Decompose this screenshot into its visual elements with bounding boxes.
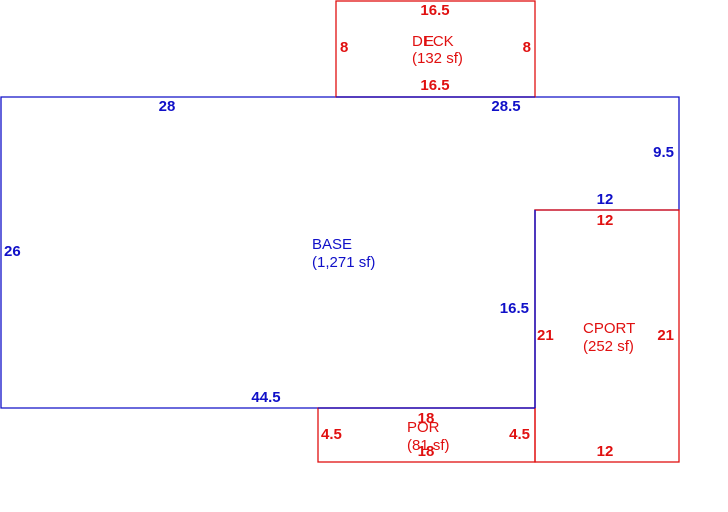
por-area-name: POR bbox=[407, 419, 440, 436]
por-dim-top: 18 bbox=[418, 410, 435, 427]
por-area-size: (81 sf) bbox=[407, 437, 450, 454]
cport-dim-bottom: 12 bbox=[597, 443, 614, 460]
base-dim-top-right: 28.5 bbox=[491, 98, 520, 115]
deck-dim-top: 16.5 bbox=[420, 2, 449, 19]
deck-overlap-glyph: E bbox=[424, 33, 434, 50]
deck-dim-right: 8 bbox=[523, 39, 531, 56]
deck-dim-bottom: 16.5 bbox=[420, 77, 449, 94]
cport-dim-top: 12 bbox=[597, 212, 614, 229]
deck-area-name: DECK bbox=[412, 33, 454, 50]
base-dim-notch-side: 16.5 bbox=[500, 300, 529, 317]
base-dim-right-upper: 9.5 bbox=[653, 144, 674, 161]
base-area-size: (1,271 sf) bbox=[312, 254, 375, 271]
cport-dim-right: 21 bbox=[657, 327, 674, 344]
por-dim-bottom: 18 bbox=[418, 443, 435, 460]
base-dim-top-left: 28 bbox=[159, 98, 176, 115]
base-area-name: BASE bbox=[312, 236, 352, 253]
deck-area-size: (132 sf) bbox=[412, 50, 463, 67]
base-dim-bottom: 44.5 bbox=[251, 389, 280, 406]
por-dim-left: 4.5 bbox=[321, 426, 342, 443]
cport-dim-left: 21 bbox=[537, 327, 554, 344]
cport-area-name: CPORT bbox=[583, 320, 635, 337]
base-dim-notch-top: 12 bbox=[597, 191, 614, 208]
base-dim-left: 26 bbox=[4, 243, 21, 260]
por-dim-right: 4.5 bbox=[509, 426, 530, 443]
deck-dim-left: 8 bbox=[340, 39, 348, 56]
cport-area-size: (252 sf) bbox=[583, 338, 634, 355]
